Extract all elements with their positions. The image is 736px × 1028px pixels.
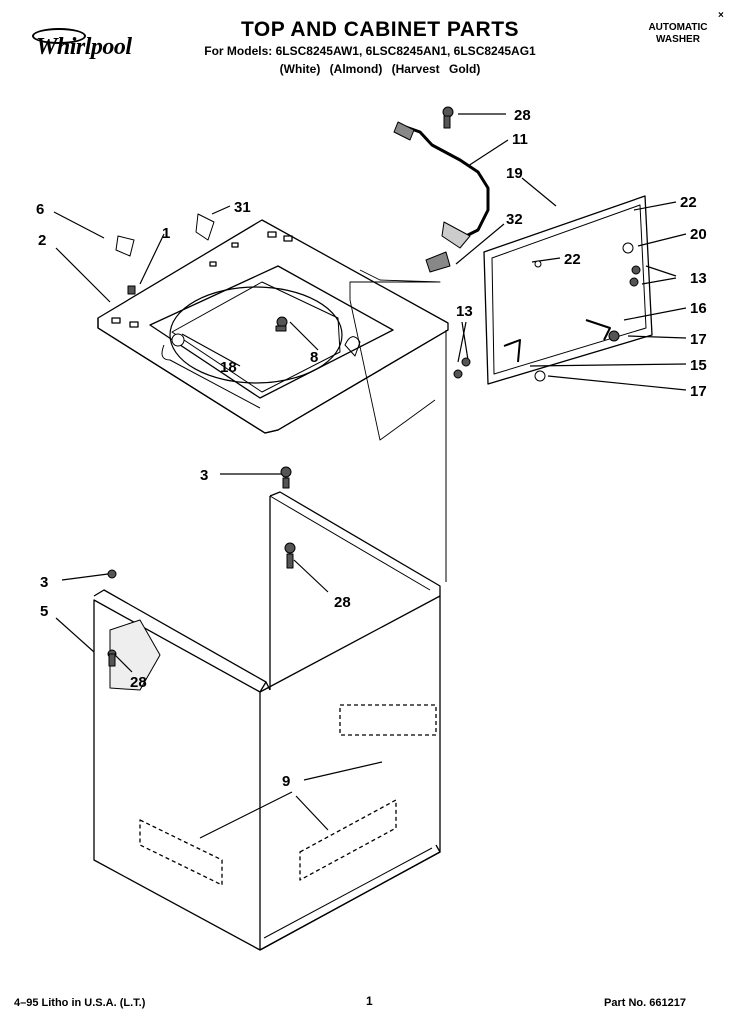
models-line: For Models: 6LSC8245AW1, 6LSC8245AN1, 6L… xyxy=(204,44,536,58)
callout-3-b: 3 xyxy=(40,574,48,591)
callout-13-a: 13 xyxy=(690,270,707,287)
callout-5: 5 xyxy=(40,603,48,620)
washer-cabinet xyxy=(93,491,441,951)
callout-28-top: 28 xyxy=(514,107,531,124)
callout-17-a: 17 xyxy=(690,331,707,348)
callout-18: 18 xyxy=(220,359,237,376)
callout-2: 2 xyxy=(38,232,46,249)
callout-22-b: 22 xyxy=(564,251,581,268)
part-number: Part No. 661217 xyxy=(604,997,686,1009)
callout-31: 31 xyxy=(234,199,251,216)
callout-15: 15 xyxy=(690,357,707,374)
assembly-connector-line xyxy=(349,269,441,441)
callout-leaders xyxy=(53,113,687,839)
callout-32: 32 xyxy=(506,211,523,228)
callout-1: 1 xyxy=(162,225,170,242)
litho-note: 4–95 Litho in U.S.A. (L.T.) xyxy=(14,997,146,1009)
washer-top-panel xyxy=(97,219,449,434)
page-number: 1 xyxy=(366,994,373,1008)
callout-20: 20 xyxy=(690,226,707,243)
page-title: TOP AND CABINET PARTS xyxy=(240,18,520,41)
callout-11: 11 xyxy=(512,131,528,148)
corner-mark: × xyxy=(718,10,724,21)
product-type-line2: WASHER xyxy=(656,34,700,45)
callout-13-b: 13 xyxy=(456,303,473,320)
colors-line: (White) (Almond) (Harvest Gold) xyxy=(279,62,481,76)
callout-17-b: 17 xyxy=(690,383,707,400)
callout-16: 16 xyxy=(690,300,707,317)
callout-22-a: 22 xyxy=(680,194,697,211)
callout-3-a: 3 xyxy=(200,467,208,484)
whirlpool-logo: Whirlpool xyxy=(22,28,152,68)
product-type-line1: AUTOMATIC xyxy=(648,22,708,33)
small-parts xyxy=(107,106,641,667)
callout-6: 6 xyxy=(36,201,44,218)
lid-switch-harness xyxy=(393,121,490,273)
callout-19: 19 xyxy=(506,165,523,182)
callout-9: 9 xyxy=(282,773,290,790)
product-type: AUTOMATIC WASHER xyxy=(628,22,728,46)
callout-labels: 28 11 19 22 22 20 13 16 17 13 15 17 32 3… xyxy=(36,107,707,790)
logo-swoosh-icon xyxy=(32,28,86,44)
brand-name: Whirlpool xyxy=(36,34,132,60)
callout-8: 8 xyxy=(310,349,318,366)
callout-28-low: 28 xyxy=(130,674,147,691)
callout-28-mid: 28 xyxy=(334,594,351,611)
